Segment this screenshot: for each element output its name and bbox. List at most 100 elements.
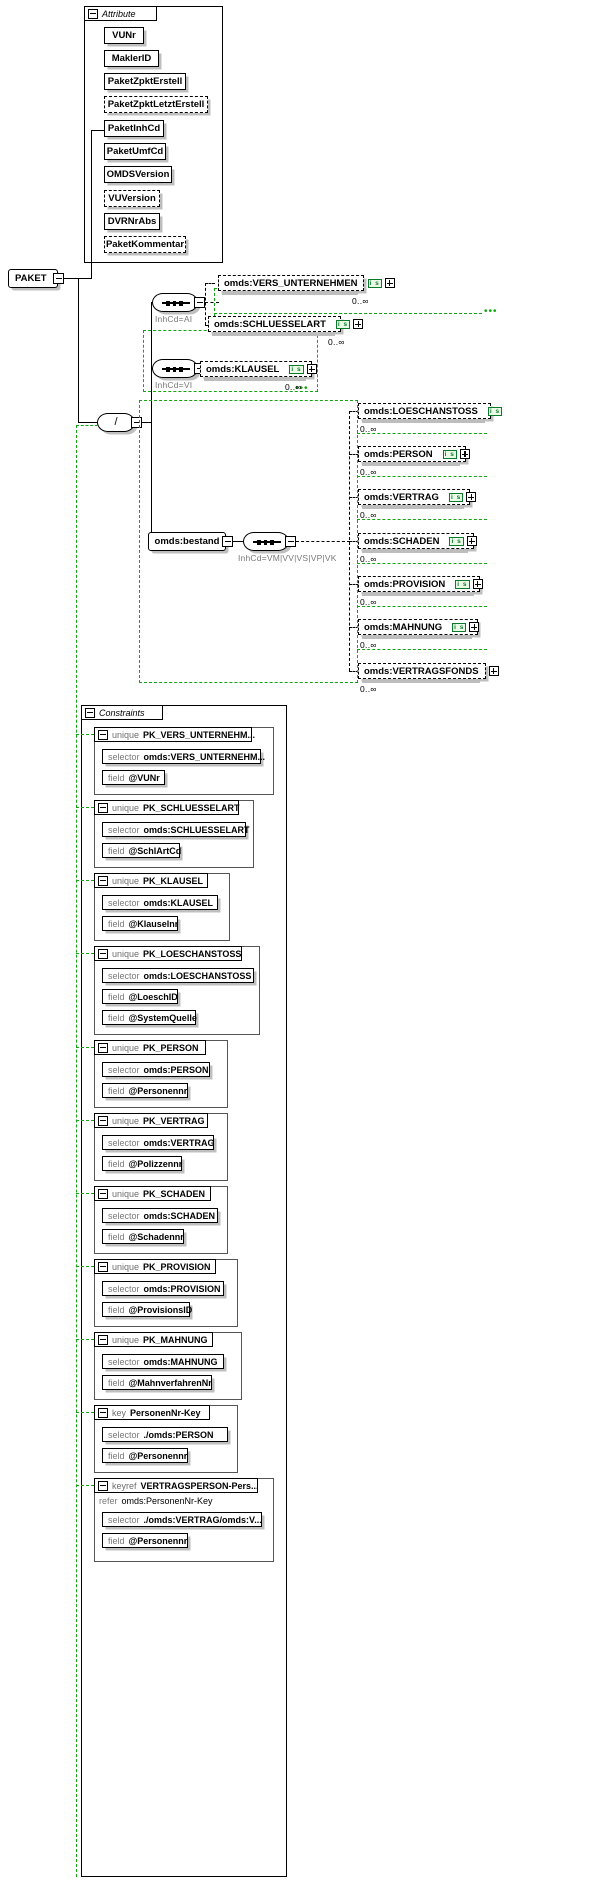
constraint-field-6-0[interactable]: field @Schadennr [102, 1229, 184, 1244]
element-mahnung[interactable]: omds:MAHNUNG i s [358, 619, 480, 635]
constraint-header-9[interactable]: key PersonenNr-Key [94, 1405, 210, 1420]
constraint-selector-6[interactable]: selector omds:SCHADEN [102, 1208, 218, 1223]
attribute-item-omdsversion[interactable]: OMDSVersion [104, 166, 172, 183]
constraint-field-8-0[interactable]: field @MahnverfahrenNr [102, 1375, 212, 1390]
plus-icon[interactable] [384, 278, 395, 288]
green-connector [357, 649, 487, 650]
constraint-field-7-0[interactable]: field @ProvisionsID [102, 1302, 192, 1317]
element-label: omds:SCHADEN [364, 535, 440, 547]
constraint-field-10-0[interactable]: field @Personennr [102, 1533, 188, 1548]
selector-key: selector [108, 1356, 140, 1367]
constraint-selector-5[interactable]: selector omds:VERTRAG [102, 1135, 215, 1150]
occurrence-label: 0..∞ [360, 640, 377, 650]
constraint-field-3-0[interactable]: field @LoeschID [102, 989, 178, 1004]
constraint-header-0[interactable]: unique PK_VERS_UNTERNEHM... [94, 727, 255, 742]
plus-icon[interactable] [306, 364, 317, 374]
attribute-item-paketzpkterstell[interactable]: PaketZpktErstell [104, 73, 186, 90]
attribute-item-paketzpktletzterstell[interactable]: PaketZpktLetztErstell [104, 96, 208, 113]
constraint-selector-4[interactable]: selector omds:PERSON [102, 1062, 210, 1077]
constraint-field-1-0[interactable]: field @SchlArtCd [102, 843, 181, 858]
constraint-selector-8[interactable]: selector omds:MAHNUNG [102, 1354, 224, 1369]
constraint-header-1[interactable]: unique PK_SCHLUESSELART [94, 800, 240, 815]
constraint-kind: unique [112, 875, 140, 886]
element-loeschanstoss[interactable]: omds:LOESCHANSTOSS i s [358, 403, 503, 419]
minus-icon[interactable] [98, 802, 108, 813]
constraint-header-3[interactable]: unique PK_LOESCHANSTOSS [94, 946, 242, 961]
constraint-selector-1[interactable]: selector omds:SCHLUESSELART [102, 822, 250, 837]
constraint-field-0-0[interactable]: field @VUNr [102, 770, 165, 785]
sequence-compositor-bestand[interactable] [243, 532, 289, 551]
choice-compositor[interactable]: / [97, 413, 135, 432]
element-vertragsfonds[interactable]: omds:VERTRAGSFONDS [358, 663, 499, 679]
constraint-field-4-0[interactable]: field @Personennr [102, 1083, 188, 1098]
root-node-paket[interactable]: PAKET [8, 269, 58, 288]
minus-icon[interactable] [98, 948, 108, 959]
constraint-selector-10[interactable]: selector ./omds:VERTRAG/omds:V... [102, 1512, 262, 1527]
constraint-selector-2[interactable]: selector omds:KLAUSEL [102, 895, 218, 910]
minus-icon[interactable] [98, 1334, 108, 1345]
green-connector [139, 682, 358, 683]
plus-icon[interactable] [466, 536, 477, 546]
selector-value: omds:VERS_UNTERNEHM... [143, 751, 266, 762]
minus-icon[interactable] [88, 8, 98, 19]
constraint-header-8[interactable]: unique PK_MAHNUNG [94, 1332, 213, 1347]
attribute-item-paketinhcd[interactable]: PaketInhCd [104, 120, 164, 137]
constraint-header-7[interactable]: unique PK_PROVISION [94, 1259, 216, 1274]
constraint-selector-7[interactable]: selector omds:PROVISION [102, 1281, 224, 1296]
field-key: field [108, 1158, 125, 1169]
element-person[interactable]: omds:PERSON i s [358, 446, 470, 462]
plus-icon[interactable] [472, 579, 483, 589]
minus-icon[interactable] [98, 1042, 108, 1053]
constraint-selector-3[interactable]: selector omds:LOESCHANSTOSS [102, 968, 254, 983]
constraint-selector-0[interactable]: selector omds:VERS_UNTERNEHM... [102, 749, 265, 764]
constraints-group-header[interactable]: Constraints [81, 705, 163, 720]
minus-icon[interactable] [98, 875, 108, 886]
attribute-group-header[interactable]: Attribute [84, 6, 157, 21]
attribute-item-paketumfcd[interactable]: PaketUmfCd [104, 143, 166, 160]
sequence-compositor-vi[interactable] [152, 359, 198, 378]
plus-icon[interactable] [353, 319, 364, 329]
constraint-header-2[interactable]: unique PK_KLAUSEL [94, 873, 208, 888]
attribute-item-label: PaketUmfCd [106, 146, 164, 157]
occurrence-bar [362, 593, 474, 596]
plus-icon[interactable] [459, 449, 470, 459]
element-bestand[interactable]: omds:bestand [148, 532, 226, 551]
element-klausel[interactable]: omds:KLAUSEL i s [200, 361, 317, 377]
green-connector [76, 1339, 94, 1340]
plus-icon[interactable] [488, 666, 499, 676]
minus-icon[interactable] [98, 1188, 108, 1199]
constraint-field-2-0[interactable]: field @Klauselnr [102, 916, 178, 931]
green-connector [357, 476, 487, 477]
minus-icon[interactable] [98, 1261, 108, 1272]
constraint-header-5[interactable]: unique PK_VERTRAG [94, 1113, 208, 1128]
element-vertrag[interactable]: omds:VERTRAG i s [358, 489, 477, 505]
minus-icon[interactable] [98, 729, 108, 740]
constraint-header-4[interactable]: unique PK_PERSON [94, 1040, 206, 1055]
constraint-field-3-1[interactable]: field @SystemQuelle [102, 1010, 197, 1025]
constraint-field-9-0[interactable]: field @Personennr [102, 1448, 188, 1463]
element-schluesselart[interactable]: omds:SCHLUESSELART i s [208, 316, 364, 332]
attribute-item-vunr[interactable]: VUNr [104, 27, 144, 44]
attribute-item-maklerid[interactable]: MaklerID [104, 50, 159, 67]
minus-icon[interactable] [98, 1115, 108, 1126]
constraint-name: VERTRAGSPERSON-Pers... [140, 1480, 259, 1491]
green-connector [76, 1485, 94, 1486]
attribute-item-dvrnrabs[interactable]: DVRNrAbs [104, 213, 160, 230]
constraint-field-5-0[interactable]: field @Polizzennr [102, 1156, 182, 1171]
green-connector [214, 288, 215, 326]
element-provision[interactable]: omds:PROVISION i s [358, 576, 483, 592]
minus-icon[interactable] [98, 1407, 108, 1418]
constraint-selector-9[interactable]: selector ./omds:PERSON [102, 1427, 228, 1442]
minus-icon[interactable] [98, 1480, 108, 1491]
sequence-compositor-ai[interactable] [152, 293, 198, 312]
constraint-header-10[interactable]: keyref VERTRAGSPERSON-Pers... [94, 1478, 259, 1493]
plus-icon[interactable] [466, 492, 477, 502]
element-vers-unternehmen[interactable]: omds:VERS_UNTERNEHMEN i s [218, 275, 395, 291]
plus-icon[interactable] [469, 622, 480, 632]
minus-icon[interactable] [85, 707, 95, 718]
attribute-item-vuversion[interactable]: VUVersion [104, 190, 160, 207]
constraint-header-6[interactable]: unique PK_SCHADEN [94, 1186, 211, 1201]
attribute-item-label: PaketKommentar [105, 239, 185, 250]
element-schaden[interactable]: omds:SCHADEN i s [358, 533, 477, 549]
attribute-item-paketkommentar[interactable]: PaketKommentar [104, 236, 186, 253]
